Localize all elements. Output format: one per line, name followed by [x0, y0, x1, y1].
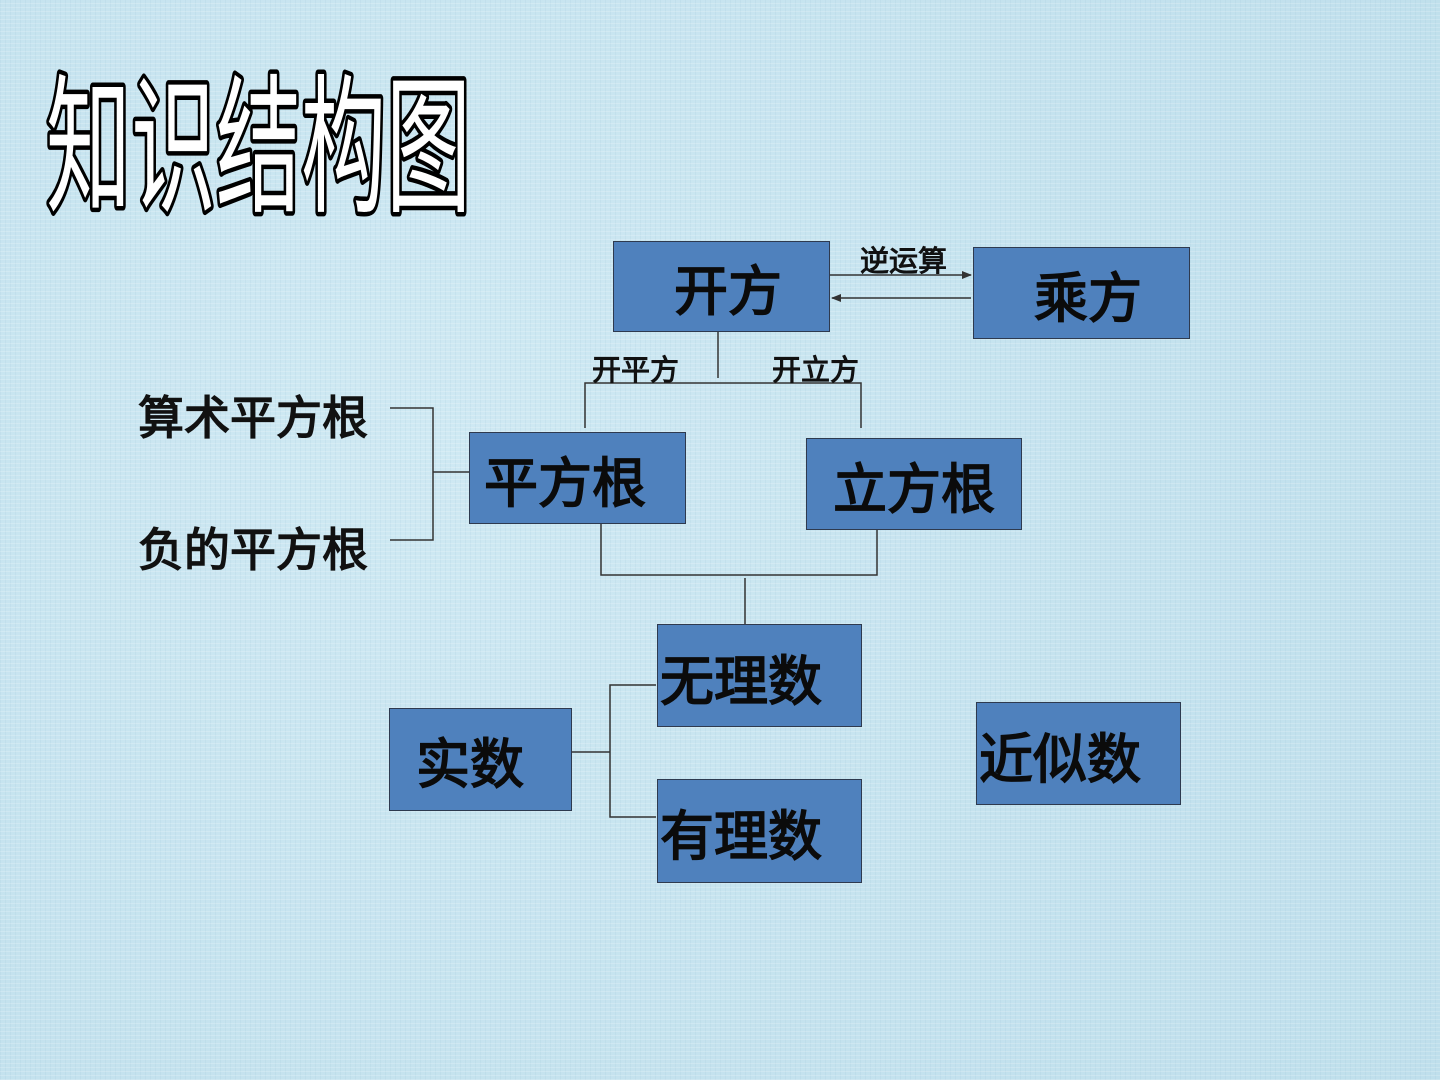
node-pingfanggen: 平方根 [469, 432, 686, 524]
node-kaifang-label: 开方 [674, 260, 782, 323]
title-svg: 知识结构图 [46, 58, 476, 241]
label-niyunsuan: 逆运算 [860, 244, 948, 278]
node-chengfang: 乘方 [973, 247, 1190, 339]
page-title: 知识结构图 [46, 50, 476, 241]
node-youlishu-label: 有理数 [660, 805, 822, 868]
title-text: 知识结构图 [46, 62, 471, 236]
node-wulishu: 无理数 [657, 624, 862, 727]
label-kaipingfang: 开平方 [592, 353, 680, 387]
label-fude-pingfanggen: 负的平方根 [138, 523, 368, 577]
line-bracket-pingfanggen [390, 407, 434, 541]
node-jinsishu: 近似数 [976, 702, 1181, 805]
node-lifanggen: 立方根 [806, 438, 1022, 530]
line-shishu-bracket [609, 684, 656, 818]
node-shishu: 实数 [389, 708, 572, 811]
node-kaifang: 开方 [613, 241, 830, 332]
node-lifanggen-label: 立方根 [833, 457, 995, 521]
node-shishu-label: 实数 [416, 733, 524, 796]
node-pingfanggen-label: 平方根 [484, 451, 646, 515]
node-youlishu: 有理数 [657, 779, 862, 883]
node-chengfang-label: 乘方 [1034, 266, 1142, 330]
node-jinsishu-label: 近似数 [979, 728, 1141, 791]
line-roots-merge [600, 524, 878, 576]
label-kailifang: 开立方 [772, 353, 860, 387]
label-suanshu-pingfanggen: 算术平方根 [138, 391, 368, 445]
node-wulishu-label: 无理数 [660, 650, 822, 713]
line-split-kaifang [584, 382, 862, 428]
